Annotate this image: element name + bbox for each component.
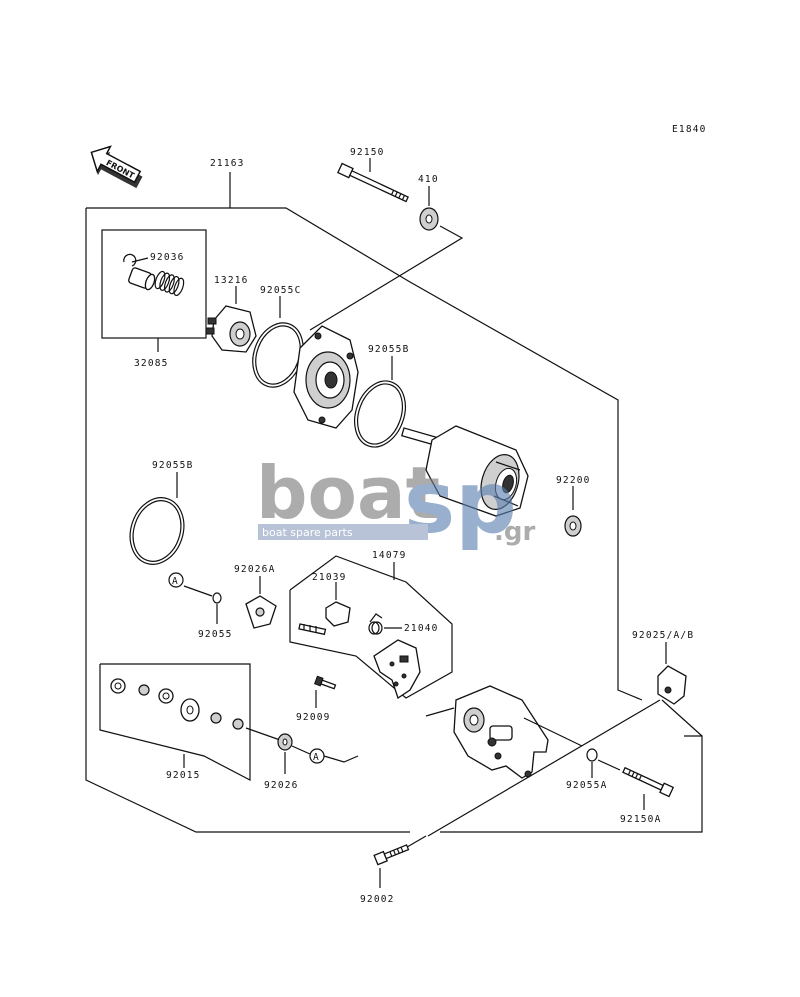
small-oring-part — [212, 592, 222, 604]
front-cover-part — [453, 685, 549, 779]
label-92150: 92150 — [350, 147, 385, 158]
kit-box-32085 — [101, 229, 207, 339]
nut-kit-box — [99, 663, 251, 781]
washer-92200-part — [564, 515, 582, 537]
circlip-part — [123, 253, 137, 267]
label-92036: 92036 — [150, 252, 185, 263]
rear-cover-part — [293, 325, 359, 429]
label-92026: 92026 — [264, 780, 299, 791]
bushing-part — [128, 267, 156, 291]
label-92015: 92015 — [166, 770, 201, 781]
label-92150a: 92150A — [620, 814, 662, 825]
callout-a-right-label: A — [313, 752, 320, 763]
nut-kit-parts — [110, 678, 244, 730]
watermark-tld: .gr — [494, 517, 535, 547]
washer-410-part — [419, 207, 439, 231]
callout-a-left-label: A — [172, 576, 179, 587]
watermark-word-a: boat — [256, 451, 440, 535]
label-92026a: 92026A — [234, 564, 276, 575]
bolt-92150a-part — [622, 766, 675, 798]
watermark-logo: boat sp .gr boat spare parts — [256, 451, 535, 553]
long-bolt-part — [337, 162, 409, 203]
brush-plate-part — [373, 639, 421, 700]
brush-kit-box — [289, 555, 453, 699]
insulator-pad-part — [245, 595, 277, 629]
label-92025ab: 92025/A/B — [632, 630, 694, 641]
label-410: 410 — [418, 174, 439, 185]
label-92200: 92200 — [556, 475, 591, 486]
brush-holder-part — [205, 305, 257, 353]
label-92055b-left: 92055B — [152, 460, 194, 471]
label-92055: 92055 — [198, 629, 233, 640]
label-21163: 21163 — [210, 158, 245, 169]
screw-92009-part — [313, 675, 337, 690]
oring-92055a-part — [586, 748, 598, 762]
bracket-part — [657, 665, 687, 705]
brush-spring-part — [368, 613, 383, 635]
label-92055c: 92055C — [260, 285, 302, 296]
label-21039: 21039 — [312, 572, 347, 583]
bolt-92002-part — [373, 844, 410, 866]
label-13216: 13216 — [214, 275, 249, 286]
callout-a-left — [168, 572, 184, 588]
armature-yoke-part — [400, 425, 529, 517]
label-92055b: 92055B — [368, 344, 410, 355]
diagram-code: E1840 — [672, 124, 707, 135]
label-32085: 32085 — [134, 358, 169, 369]
assembly-outline — [85, 172, 703, 833]
label-14079: 14079 — [372, 550, 407, 561]
label-21040: 21040 — [404, 623, 439, 634]
front-arrow-icon: FRONT — [90, 145, 143, 189]
label-92009: 92009 — [296, 712, 331, 723]
spring-part — [154, 270, 185, 297]
oring-left-part — [129, 497, 185, 565]
label-92002: 92002 — [360, 894, 395, 905]
callout-a-right — [309, 748, 325, 764]
watermark-tagline: boat spare parts — [262, 526, 353, 539]
oring-92055b-part — [354, 380, 406, 448]
washer-92026-part — [277, 733, 293, 751]
brush-part — [298, 601, 351, 636]
label-92055a: 92055A — [566, 780, 608, 791]
